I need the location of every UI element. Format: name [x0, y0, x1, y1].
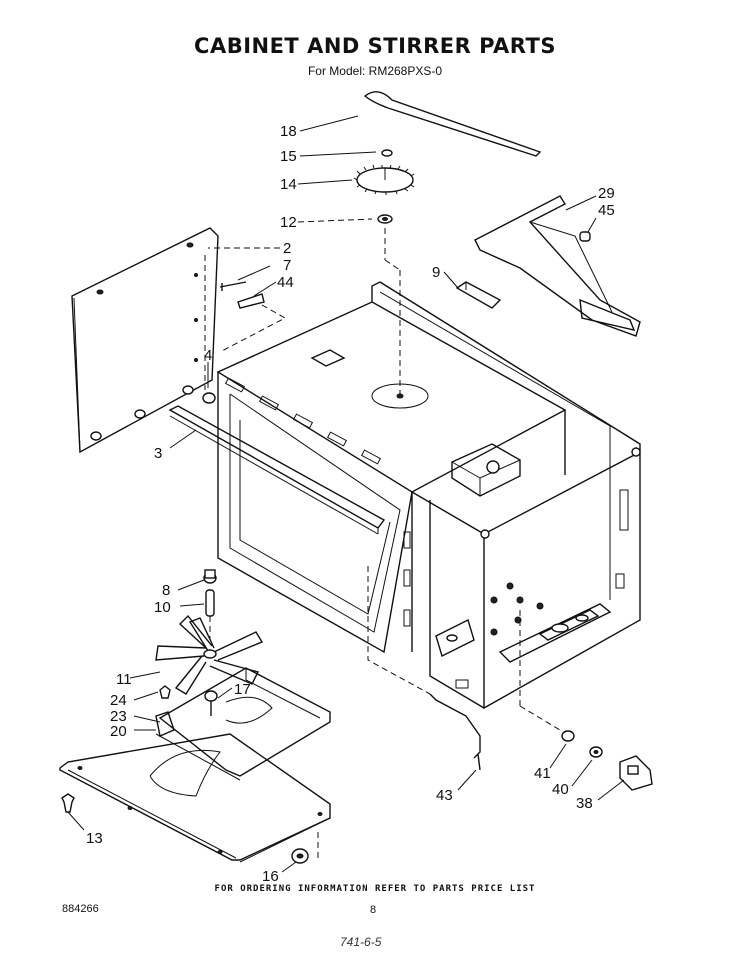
switch-part	[619, 755, 653, 791]
callout-45: 45	[598, 202, 615, 219]
panel-nut-part	[202, 392, 216, 404]
fan-nut-part	[204, 690, 218, 716]
stirrer-pulley-part	[353, 164, 415, 195]
model-subtitle: For Model: RM268PXS-0	[307, 64, 443, 78]
cabinet-cavity-part	[216, 301, 567, 654]
bottom-plate-part	[59, 733, 331, 863]
stirrer-bearing-part	[203, 569, 217, 584]
callout-23: 23	[110, 708, 127, 725]
callout-15: 15	[280, 148, 297, 165]
stirrer-bracket-part	[474, 195, 641, 337]
callout-4: 4	[204, 347, 212, 364]
callout-10: 10	[154, 599, 171, 616]
stirrer-shaft-part	[205, 589, 215, 617]
callout-38: 38	[576, 795, 593, 812]
callout-14: 14	[280, 176, 297, 193]
stirrer-clip-part	[381, 149, 393, 157]
callout-3: 3	[154, 445, 162, 462]
handwritten-mark: 741-6-5	[340, 935, 382, 949]
callout-40: 40	[552, 781, 569, 798]
callout-24: 24	[110, 692, 127, 709]
stirrer-washer-part	[377, 214, 393, 224]
front-rail-part	[168, 405, 386, 535]
callout-7: 7	[283, 257, 291, 274]
callout-2: 2	[283, 240, 291, 257]
page-title: CABINET AND STIRRER PARTS	[194, 34, 556, 58]
screw-leader	[219, 304, 287, 353]
side-panel-part	[71, 227, 219, 454]
callout-17: 17	[234, 681, 251, 698]
callout-43: 43	[436, 787, 453, 804]
stirrer-fan-part	[155, 614, 264, 695]
stirrer-axis-line-2	[384, 259, 401, 271]
wire-leader	[367, 566, 431, 695]
stirrer-belt-part	[363, 91, 542, 157]
callout-13: 13	[86, 830, 103, 847]
bracket-block-part	[455, 281, 502, 309]
callout-16: 16	[262, 868, 279, 885]
switch-leader	[519, 705, 561, 731]
callout-18: 18	[280, 123, 297, 140]
callout-20: 20	[110, 723, 127, 740]
bracket-screw-part	[579, 231, 591, 242]
callout-labels: 18 15 14 12 29 45 9 2 7 44 4 3 8 10 11 2…	[86, 123, 615, 885]
outer-cabinet-frame	[371, 281, 641, 710]
fan-screw-part	[159, 685, 171, 699]
callout-11: 11	[116, 671, 132, 688]
page-number: 8	[370, 904, 377, 916]
callout-41: 41	[534, 765, 551, 782]
ordering-note: FOR ORDERING INFORMATION REFER TO PARTS …	[214, 884, 536, 894]
callout-29: 29	[598, 185, 615, 202]
probe-wire-part	[429, 693, 481, 771]
callout-12: 12	[280, 214, 297, 231]
callout-9: 9	[432, 264, 440, 281]
callout-leaders	[67, 115, 625, 873]
callout-8: 8	[162, 582, 170, 599]
stirrer-cover-part	[155, 667, 331, 781]
bottom-screw-part	[61, 793, 75, 813]
bottom-foot-part	[291, 848, 309, 864]
panel-screw-part	[219, 281, 265, 309]
document-number: 884266	[62, 903, 99, 915]
switch-nut-part	[561, 730, 575, 742]
callout-44: 44	[277, 274, 294, 291]
switch-washer-part	[589, 746, 603, 758]
